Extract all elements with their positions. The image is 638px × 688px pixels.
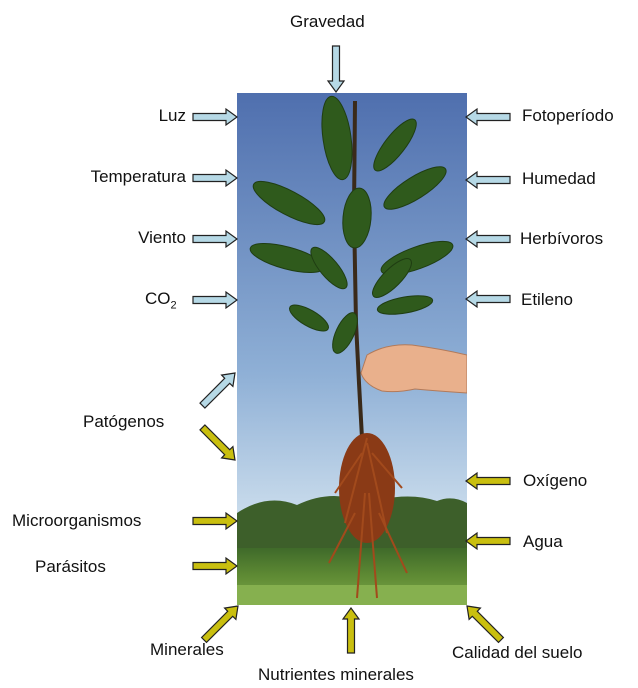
arrow-herbivoros [466, 231, 510, 247]
label-etileno: Etileno [521, 290, 573, 310]
arrow-viento [193, 231, 237, 247]
arrow-co2 [193, 292, 237, 308]
arrow-fotoperiodo [466, 109, 510, 125]
arrow-calidad-del-suelo [467, 606, 503, 642]
arrow-temperatura [193, 170, 237, 186]
arrow-humedad [466, 172, 510, 188]
label-gravedad: Gravedad [290, 12, 365, 32]
arrow-oxigeno [466, 473, 510, 489]
label-co2: CO2 [145, 289, 177, 315]
label-minerales: Minerales [150, 640, 224, 660]
label-parasitos: Parásitos [35, 557, 106, 577]
arrow-microorganismos [193, 513, 237, 529]
arrow-patogenos-soil [200, 425, 235, 460]
arrow-gravedad [328, 46, 344, 92]
label-calidad-del-suelo: Calidad del suelo [452, 643, 582, 663]
arrow-etileno [466, 291, 510, 307]
arrow-agua [466, 533, 510, 549]
label-oxigeno: Oxígeno [523, 471, 587, 491]
label-agua: Agua [523, 532, 563, 552]
arrow-patogenos-aerial [200, 373, 235, 408]
label-co2-subscript: 2 [171, 299, 177, 311]
arrow-parasitos [193, 558, 237, 574]
label-patogenos: Patógenos [83, 412, 164, 432]
label-humedad: Humedad [522, 169, 596, 189]
label-fotoperiodo: Fotoperíodo [522, 106, 614, 126]
label-nutrientes-minerales: Nutrientes minerales [258, 665, 414, 685]
label-viento: Viento [80, 228, 186, 248]
arrow-nutrientes-minerales [343, 608, 359, 653]
label-co2-text: CO [145, 289, 171, 308]
label-herbivoros: Herbívoros [520, 229, 603, 249]
arrow-luz [193, 109, 237, 125]
arrow-minerales [202, 606, 238, 642]
label-temperatura: Temperatura [40, 167, 186, 187]
label-luz: Luz [120, 106, 186, 126]
label-microorganismos: Microorganismos [12, 511, 141, 531]
